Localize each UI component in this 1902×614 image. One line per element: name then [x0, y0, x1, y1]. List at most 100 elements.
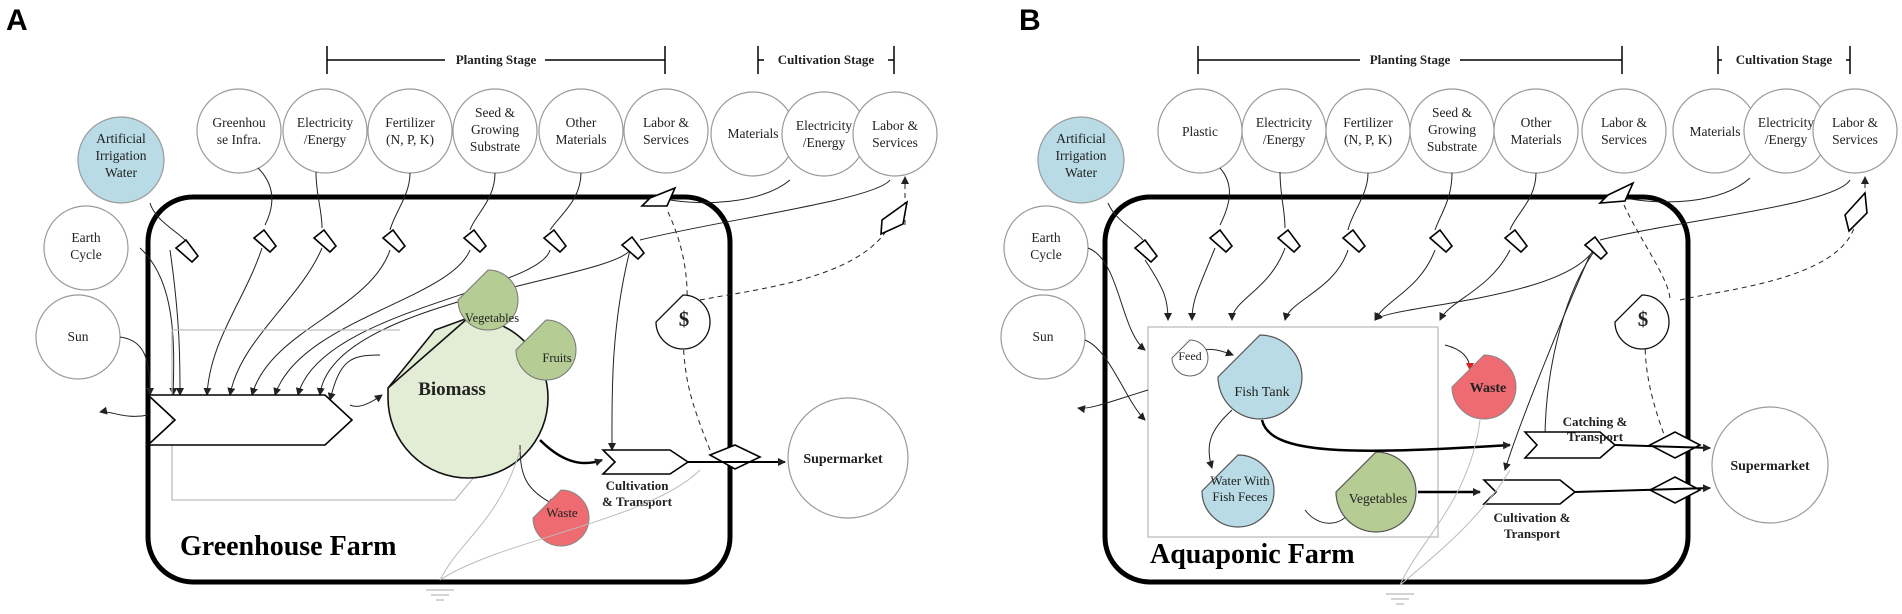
svg-text:Cultivation &: Cultivation &: [1494, 510, 1571, 525]
svg-text:Supermarket: Supermarket: [803, 452, 883, 467]
svg-text:Feed: Feed: [1178, 349, 1201, 363]
plastic-source: Plastic: [1157, 88, 1243, 174]
svg-text:Cycle: Cycle: [1030, 247, 1062, 262]
svg-text:Services: Services: [1601, 132, 1647, 147]
svg-text:Services: Services: [872, 135, 918, 150]
svg-text:Catching &: Catching &: [1563, 414, 1628, 429]
cultivation-transport-arrow-b: [1482, 479, 1577, 505]
to-supermarket-flow-b2: [1574, 484, 1711, 493]
panel-b-label: B: [1019, 4, 1041, 37]
fish-to-catching-flow: [1260, 419, 1511, 453]
feed-node: Feed: [1171, 339, 1209, 377]
gate-infra: [252, 228, 278, 254]
gate-labor-a: [620, 235, 646, 261]
materials-source-b: Materials: [1672, 88, 1758, 174]
electricity-source-a: Electricity /Energy: [282, 88, 368, 174]
gate-irrigation-a: [174, 238, 200, 264]
svg-text:Water: Water: [1065, 165, 1097, 180]
svg-text:Labor &: Labor &: [1601, 115, 1648, 130]
svg-text:Other: Other: [1521, 115, 1552, 130]
gate-seed-a: [462, 228, 488, 254]
vegetables-node-a: [457, 269, 519, 331]
svg-text:se Infra.: se Infra.: [217, 132, 261, 147]
money-node-a: $: [655, 294, 711, 350]
svg-text:Vegetables: Vegetables: [465, 311, 519, 325]
svg-text:Irrigation: Irrigation: [1056, 148, 1107, 163]
svg-text:Earth: Earth: [71, 230, 100, 245]
inner-process-box-b: [1147, 326, 1439, 538]
fertilizer-source-b: Fertilizer (N, P, K): [1325, 88, 1411, 174]
market-gate-1-a: [640, 186, 677, 207]
svg-text:Substrate: Substrate: [470, 139, 520, 154]
input-flows-b: [1077, 167, 1869, 524]
planting-stage-label-a: Planting Stage: [456, 52, 537, 67]
svg-text:& Transport: & Transport: [602, 494, 673, 509]
svg-text:/Energy: /Energy: [304, 132, 347, 147]
biomass-label: Biomass: [418, 379, 486, 400]
gate-other-a: [542, 228, 568, 254]
panel-b: B Planting Stage Cultivation Stage Artif…: [1000, 4, 1898, 605]
svg-text:Cultivation: Cultivation: [606, 478, 670, 493]
vegetables-node-b: Vegetables: [1335, 451, 1417, 533]
catching-transport-arrow: [1523, 431, 1617, 459]
irrigation-line-3: Water: [105, 165, 137, 180]
gate-electricity-a: [312, 228, 338, 254]
svg-text:Labor &: Labor &: [643, 115, 690, 130]
aquaponic-farm-boundary: [1102, 194, 1691, 585]
svg-text:Electricity: Electricity: [1758, 115, 1814, 130]
svg-text:Cycle: Cycle: [70, 247, 102, 262]
producer-arrow-a: [145, 394, 354, 446]
greenhouse-farm-title: Greenhouse Farm: [180, 531, 396, 562]
svg-text:Seed &: Seed &: [1432, 105, 1473, 120]
biomass-to-cultivation-flow: [539, 439, 603, 467]
other-materials-source-b: Other Materials: [1493, 88, 1579, 174]
input-gates-a: [174, 186, 909, 264]
svg-text:Sun: Sun: [1032, 329, 1053, 344]
labor-cultivation-source-b: Labor & Services: [1812, 88, 1898, 174]
svg-text:/Energy: /Energy: [1263, 132, 1306, 147]
svg-text:$: $: [679, 307, 690, 331]
svg-text:Water With: Water With: [1210, 473, 1270, 488]
aquaponic-farm-title: Aquaponic Farm: [1150, 539, 1355, 570]
irrigation-line-2: Irrigation: [96, 148, 147, 163]
svg-text:Fruits: Fruits: [542, 351, 571, 365]
svg-text:Greenhou: Greenhou: [212, 115, 265, 130]
electricity-cultivation-source-b: Electricity /Energy: [1743, 88, 1829, 174]
svg-text:Plastic: Plastic: [1182, 124, 1218, 139]
cultivation-stage-bracket-b: Cultivation Stage: [1717, 46, 1851, 74]
svg-text:Materials: Materials: [728, 126, 779, 141]
svg-text:Electricity: Electricity: [297, 115, 353, 130]
svg-text:Electricity: Electricity: [1256, 115, 1312, 130]
svg-text:Waste: Waste: [546, 505, 578, 520]
irrigation-water-source-b: Artificial Irrigation Water: [1037, 116, 1125, 204]
labor-source-b: Labor & Services: [1581, 88, 1667, 174]
cultivation-stage-label-b: Cultivation Stage: [1736, 52, 1833, 67]
supermarket-node-b: Supermarket: [1711, 406, 1829, 524]
svg-text:/Energy: /Energy: [1765, 132, 1808, 147]
seed-substrate-source-a: Seed & Growing Substrate: [452, 88, 538, 174]
electricity-source-b: Electricity /Energy: [1241, 88, 1327, 174]
irrigation-line-1: Artificial: [96, 131, 146, 146]
earth-cycle-source-b: Earth Cycle: [1003, 205, 1089, 291]
svg-text:Substrate: Substrate: [1427, 139, 1477, 154]
svg-text:Artificial: Artificial: [1056, 131, 1106, 146]
money-node-b: $: [1614, 294, 1670, 350]
svg-text:Fish Tank: Fish Tank: [1234, 385, 1289, 400]
svg-text:Growing: Growing: [471, 122, 519, 137]
svg-text:Other: Other: [566, 115, 597, 130]
cultivation-stage-bracket-a: Cultivation Stage: [757, 46, 895, 74]
cultivation-transport-arrow-a: [601, 449, 690, 475]
biomass-storage: Biomass Vegetables Fruits: [387, 269, 577, 479]
svg-text:Electricity: Electricity: [796, 118, 852, 133]
electricity-cultivation-source-a: Electricity /Energy: [781, 91, 867, 177]
earth-cycle-source-a: Earth Cycle: [43, 205, 129, 291]
input-gates-b: [1133, 181, 1868, 264]
sales-gate-b1: [1648, 431, 1702, 459]
svg-text:(N, P, K): (N, P, K): [1344, 132, 1392, 147]
labor-source-a: Labor & Services: [623, 88, 709, 174]
labor-cultivation-source-a: Labor & Services: [852, 91, 938, 177]
svg-text:Labor &: Labor &: [1832, 115, 1879, 130]
planting-stage-bracket-a: Planting Stage: [326, 46, 666, 74]
fish-tank-node: Fish Tank: [1217, 334, 1303, 420]
supermarket-node-a: Supermarket: [787, 397, 909, 519]
